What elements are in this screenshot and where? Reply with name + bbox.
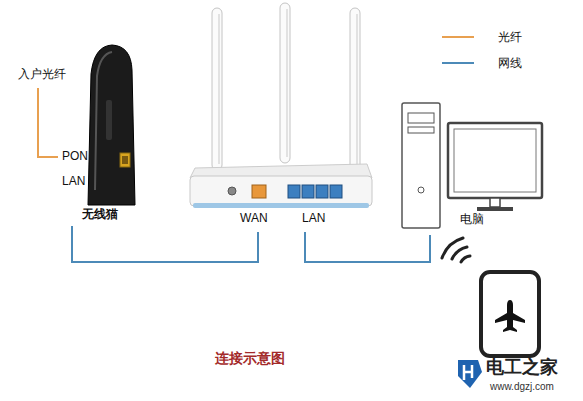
network-cable xyxy=(72,226,258,262)
port-label: WAN xyxy=(240,212,268,226)
power-button xyxy=(418,187,424,193)
watermark-url: www.dgzj.com xyxy=(490,381,554,393)
lan-port xyxy=(330,185,342,198)
device-shape xyxy=(58,40,142,226)
antenna-shade xyxy=(218,14,220,164)
device-label: 电脑 xyxy=(460,213,484,227)
antenna xyxy=(280,3,290,163)
lan-port xyxy=(288,185,300,198)
modem-slot xyxy=(106,100,112,140)
wave-arc xyxy=(442,238,463,258)
wifi-waves xyxy=(442,238,470,262)
watermark-text: 电工之家 xyxy=(486,357,558,378)
antenna-shade xyxy=(356,14,358,167)
logo-mark xyxy=(464,365,472,380)
router-device: WAN LAN xyxy=(185,0,377,232)
antenna xyxy=(212,8,222,170)
legend-sample xyxy=(440,58,476,68)
device-label: 无线猫 xyxy=(82,208,118,222)
port-label: PON xyxy=(62,150,88,164)
legend-entry: 光纤 xyxy=(440,24,522,50)
computer-device: 电脑 xyxy=(395,95,547,235)
monitor xyxy=(448,123,542,198)
legend-label: 光纤 xyxy=(498,29,522,46)
network-cable xyxy=(305,232,430,262)
device-shape xyxy=(185,0,377,232)
drive-bay xyxy=(408,127,434,133)
lan-port xyxy=(302,185,314,198)
lan-port xyxy=(120,153,130,167)
caption: 连接示意图 xyxy=(215,350,285,366)
legend: 光纤网线 xyxy=(440,24,522,76)
drive-bay xyxy=(408,113,434,123)
legend-label: 网线 xyxy=(498,55,522,72)
legend-line xyxy=(442,36,474,38)
antenna-shade xyxy=(286,9,288,157)
lan-port-inner xyxy=(122,156,128,164)
legend-entry: 网线 xyxy=(440,50,522,76)
legend-sample xyxy=(440,32,476,42)
router-body xyxy=(190,176,372,206)
wave-arc xyxy=(452,247,467,259)
port-label: LAN xyxy=(302,212,325,226)
phone-body xyxy=(481,272,539,356)
lan-port xyxy=(316,185,328,198)
legend-line xyxy=(442,62,474,64)
power-port xyxy=(228,187,236,195)
airplane-icon xyxy=(495,300,525,332)
wan-port xyxy=(252,185,266,198)
logo-shape xyxy=(458,360,482,388)
antenna xyxy=(350,8,360,173)
modem-body xyxy=(88,45,135,205)
watermark-logo xyxy=(458,360,482,388)
wave-arc xyxy=(461,256,470,262)
monitor-base xyxy=(477,207,513,211)
router-base xyxy=(193,203,369,208)
fiber-line xyxy=(38,88,58,157)
modem-device: PON LAN 无线猫 xyxy=(58,40,142,226)
screen xyxy=(454,129,536,192)
monitor-neck xyxy=(490,198,500,207)
fiber-label: 入户光纤 xyxy=(18,68,66,82)
pc-tower xyxy=(402,103,440,228)
modem-highlight xyxy=(95,52,112,190)
port-label: LAN xyxy=(62,175,85,189)
